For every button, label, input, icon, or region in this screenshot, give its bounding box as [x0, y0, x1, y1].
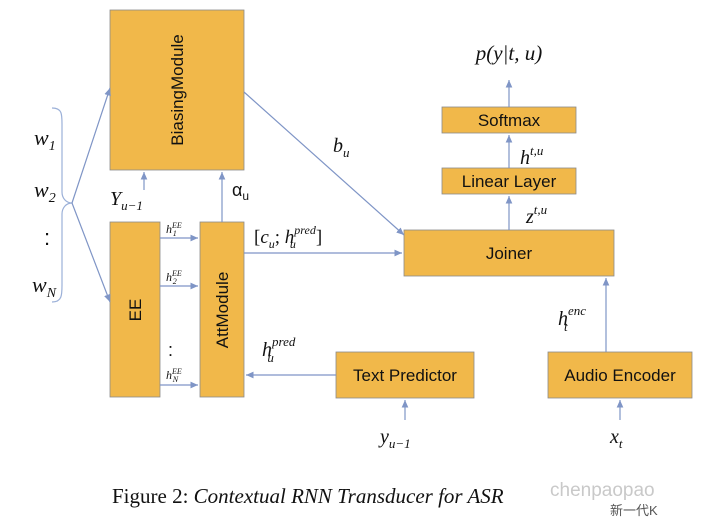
label-output: p(y|t, u)	[474, 41, 542, 65]
att-module-box: AttModule	[199, 221, 245, 398]
input-wN: wN	[32, 272, 57, 301]
caption-prefix: Figure 2:	[112, 484, 194, 508]
att-module-label: AttModule	[213, 272, 232, 349]
label-b-u: bu	[333, 135, 350, 160]
ee-label: EE	[126, 299, 145, 322]
audio-encoder-label: Audio Encoder	[564, 366, 676, 385]
label-y-prev-bias: Yu−1	[110, 188, 143, 213]
caption-title: Contextual RNN Transducer for ASR	[193, 484, 504, 508]
label-z-tu: zt,u	[525, 202, 548, 228]
text-predictor-box: Text Predictor	[335, 351, 475, 399]
arrow-brace-to-ee	[71, 202, 111, 303]
arrow-brace-to-biasing	[71, 87, 111, 204]
biasing-module-label: BiasingModule	[168, 34, 187, 146]
arrows	[71, 80, 624, 420]
arrow-biasing-to-joiner	[243, 91, 405, 236]
text-predictor-label: Text Predictor	[353, 366, 457, 385]
linear-layer-label: Linear Layer	[462, 172, 557, 191]
label-y-prev-text: yu−1	[378, 426, 411, 451]
label-ee-dots: :	[168, 340, 173, 360]
watermark: chenpaopao	[550, 480, 655, 501]
linear-layer-box: Linear Layer	[441, 167, 577, 195]
input-w1: w1	[34, 125, 56, 154]
label-h-tu: ht,u	[520, 143, 544, 169]
biasing-module-box: BiasingModule	[109, 9, 245, 171]
joiner-label: Joiner	[486, 244, 533, 263]
label-alpha: αu	[232, 180, 249, 203]
softmax-box: Softmax	[441, 106, 577, 134]
joiner-box: Joiner	[403, 229, 615, 277]
input-dots: :	[44, 225, 50, 250]
audio-encoder-box: Audio Encoder	[547, 351, 693, 399]
figure-caption: Figure 2: Contextual RNN Transducer for …	[112, 484, 712, 509]
softmax-label: Softmax	[478, 111, 541, 130]
input-w2: w2	[34, 177, 56, 206]
label-x-t: xt	[609, 426, 623, 451]
ee-box: EE	[109, 221, 161, 398]
watermark-2: 新一代K	[610, 503, 658, 518]
